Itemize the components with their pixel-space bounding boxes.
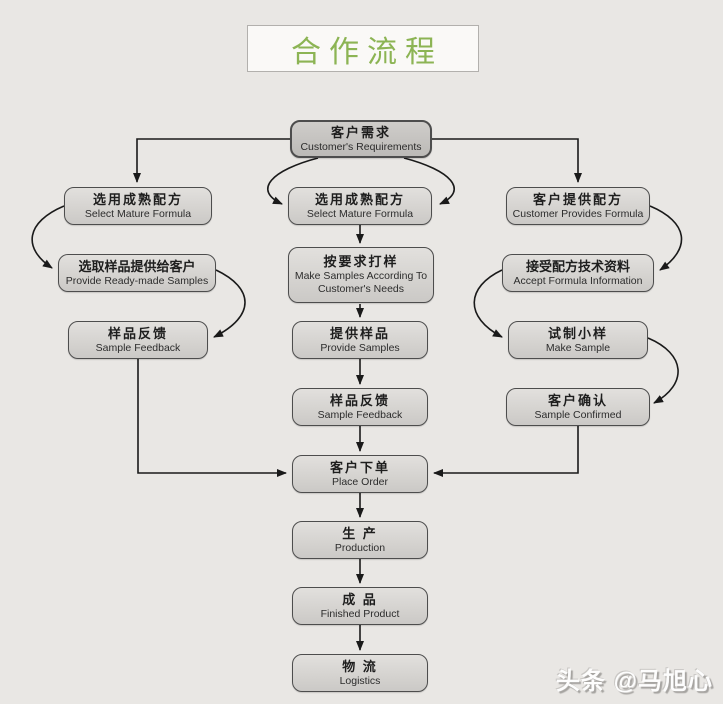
node-label-en: Customer's Requirements	[300, 140, 422, 153]
arrow-top-to-mid-right-arc	[403, 157, 455, 205]
node-label-en: Sample Confirmed	[534, 408, 622, 421]
node-label-zh: 客户需求	[330, 124, 391, 140]
arrow-left1-to-left2	[31, 205, 65, 269]
node-label-zh: 生 产	[342, 525, 378, 541]
node-production: 生 产 Production	[292, 521, 428, 559]
node-sample-confirmed: 客户确认 Sample Confirmed	[506, 388, 650, 426]
node-label-en: Place Order	[331, 475, 389, 488]
node-label-zh: 样品反馈	[107, 325, 168, 341]
arrow-right1-to-right2	[649, 205, 683, 271]
node-label-zh: 提供样品	[329, 325, 390, 341]
node-label-zh: 样品反馈	[329, 392, 390, 408]
node-select-mature-formula-mid: 选用成熟配方 Select Mature Formula	[288, 187, 432, 225]
node-label-en: Select Mature Formula	[306, 207, 414, 220]
node-sample-feedback-mid: 样品反馈 Sample Feedback	[292, 388, 428, 426]
node-label-zh: 按要求打样	[323, 254, 399, 269]
node-select-mature-formula-left: 选用成熟配方 Select Mature Formula	[64, 187, 212, 225]
node-label-zh: 选用成熟配方	[92, 191, 183, 207]
node-provide-samples: 提供样品 Provide Samples	[292, 321, 428, 359]
node-label-zh: 客户确认	[547, 392, 608, 408]
arrow-left2-to-left3	[213, 269, 246, 338]
node-label-en: Sample Feedback	[317, 408, 403, 421]
node-label-en: Provide Ready-made Samples	[65, 274, 209, 287]
node-label-en: Accept Formula Information	[513, 274, 643, 287]
arrow-left3-to-place-order	[137, 359, 287, 477]
arrow-right2-to-right3	[473, 269, 503, 338]
node-label-zh: 选用成熟配方	[314, 191, 405, 207]
node-label-zh: 接受配方技术资料	[525, 258, 630, 274]
node-label-en: Make Sample	[545, 341, 611, 354]
node-label-en: Sample Feedback	[95, 341, 181, 354]
node-label-en: Customer Provides Formula	[512, 207, 644, 220]
arrow-right3-to-right4	[647, 337, 679, 404]
node-label-zh: 客户下单	[329, 459, 390, 475]
node-finished-product: 成 品 Finished Product	[292, 587, 428, 625]
node-label-en: Make Samples According To Customer's Nee…	[294, 270, 428, 295]
arrow-top-to-mid-left-arc	[267, 157, 319, 205]
node-label-zh: 试制小样	[547, 325, 608, 341]
node-customer-requirements: 客户需求 Customer's Requirements	[290, 120, 432, 158]
arrow-top-to-left-branch	[133, 138, 290, 183]
node-place-order: 客户下单 Place Order	[292, 455, 428, 493]
node-accept-formula-information: 接受配方技术资料 Accept Formula Information	[502, 254, 654, 292]
node-label-zh: 物 流	[342, 658, 378, 674]
node-label-zh: 选取样品提供给客户	[78, 258, 196, 274]
node-label-en: Provide Samples	[320, 341, 400, 354]
node-label-en: Select Mature Formula	[84, 207, 192, 220]
node-label-en: Finished Product	[320, 607, 400, 620]
node-provide-ready-made-samples: 选取样品提供给客户 Provide Ready-made Samples	[58, 254, 216, 292]
watermark-toutiao: 头条 @马旭心	[555, 668, 713, 695]
node-logistics: 物 流 Logistics	[292, 654, 428, 692]
node-label-zh: 成 品	[342, 591, 378, 607]
node-customer-provides-formula: 客户提供配方 Customer Provides Formula	[506, 187, 650, 225]
arrow-top-to-right-branch	[432, 138, 582, 183]
node-sample-feedback-left: 样品反馈 Sample Feedback	[68, 321, 208, 359]
diagram-title: 合作流程	[291, 35, 443, 69]
node-label-en: Logistics	[339, 674, 381, 687]
node-label-en: Production	[334, 541, 386, 554]
arrow-right4-to-place-order	[433, 426, 579, 477]
node-label-zh: 客户提供配方	[532, 191, 623, 207]
node-make-samples-according: 按要求打样 Make Samples According To Customer…	[288, 247, 434, 303]
node-make-sample: 试制小样 Make Sample	[508, 321, 648, 359]
diagram-title-box: 合作流程	[247, 25, 479, 72]
